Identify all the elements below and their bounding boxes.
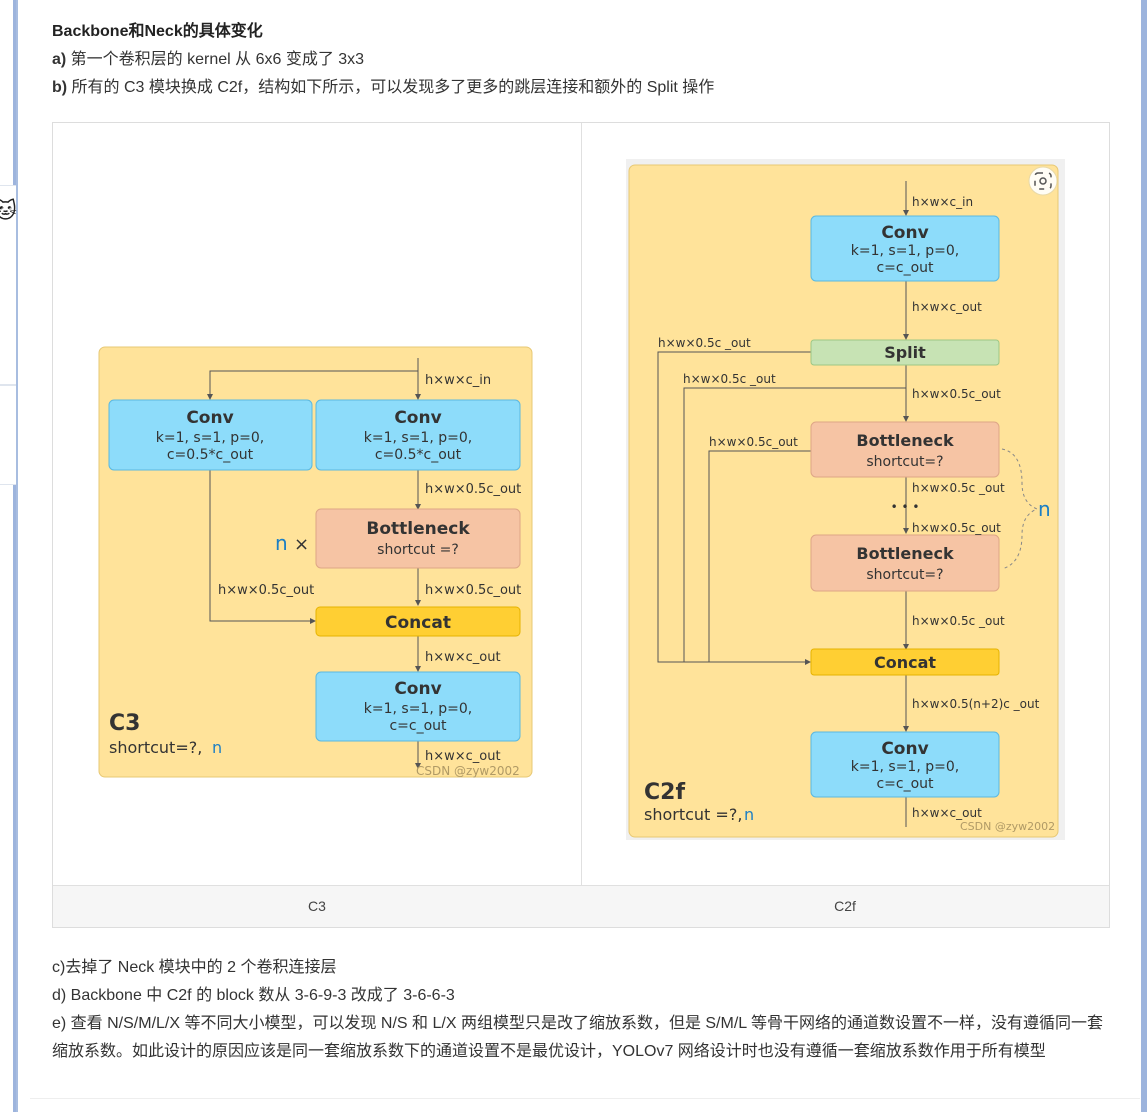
c3-conv-left [108, 399, 313, 471]
caption-c3: C3 [308, 898, 326, 914]
paragraph-b: b) 所有的 C3 模块换成 C2f，结构如下所示，可以发现多了更多的跳层连接和… [52, 79, 715, 96]
c3-shortcut-text: shortcut=?, [109, 738, 202, 757]
c3-shortcut-n: n [212, 738, 222, 757]
c2f-bottleneck-1-title: Bottleneck [856, 431, 954, 450]
left-rail-card-2[interactable] [0, 385, 16, 485]
c3-cell: Conv k=1, s=1, p=0, c=0.5*c_out Conv k=1… [53, 123, 581, 885]
c3-label-half-1: h×w×0.5c_out [425, 482, 521, 497]
c3-conv-bottom-title: Conv [394, 679, 441, 699]
c2f-bottleneck-2 [810, 534, 1000, 592]
c2f-label-in: h×w×c_in [912, 195, 973, 209]
paragraph-a: a) 第一个卷积层的 kernel 从 6x6 变成了 3x3 [52, 51, 365, 68]
c3-conv-bottom-line2: c=c_out [389, 718, 447, 734]
c2f-diagram[interactable]: Conv k=1, s=1, p=0, c=c_out Split Bottle… [582, 123, 1110, 885]
c3-bottleneck-sub: shortcut =? [377, 542, 459, 558]
c3-conv-right-title: Conv [394, 408, 441, 428]
c3-n-label: n [275, 531, 288, 555]
cell-divider [581, 123, 582, 927]
c2f-label-bn-left: h×w×0.5c_out [709, 435, 798, 449]
c2f-label-split-left-2: h×w×0.5c _out [683, 372, 776, 386]
c3-diagram[interactable]: Conv k=1, s=1, p=0, c=0.5*c_out Conv k=1… [53, 123, 581, 885]
article-body: Backbone和Neck的具体变化 a) 第一个卷积层的 kernel 从 6… [52, 18, 1112, 102]
paragraph-e: e) 查看 N/S/M/L/X 等不同大小模型，可以发现 N/S 和 L/X 两… [52, 1015, 1104, 1060]
c3-concat-label: Concat [385, 613, 451, 633]
c2f-conv-top [810, 215, 1000, 282]
c3-name: C3 [109, 711, 140, 736]
section-heading: Backbone和Neck的具体变化 [52, 23, 263, 40]
c2f-conv-bottom [810, 731, 1000, 798]
c2f-bottleneck-2-sub: shortcut=? [866, 567, 943, 583]
c2f-shortcut-text: shortcut =?, [644, 805, 742, 824]
c3-bottleneck [315, 508, 521, 569]
c2f-label-cout: h×w×c_out [912, 300, 982, 314]
c2f-bottleneck-1 [810, 421, 1000, 478]
right-rail [1141, 0, 1147, 1112]
c2f-bottleneck-1-sub: shortcut=? [866, 454, 943, 470]
c2f-label-bn2-in: h×w×0.5c_out [912, 521, 1001, 535]
c2f-concat-label: Concat [874, 653, 936, 672]
c2f-conv-bottom-line1: k=1, s=1, p=0, [851, 759, 959, 775]
c2f-conv-top-title: Conv [881, 223, 928, 243]
c2f-concat [810, 648, 1000, 676]
c2f-conv-bottom-title: Conv [881, 739, 928, 759]
c3-watermark: CSDN @zyw2002 [416, 764, 520, 778]
c3-times-label: × [294, 534, 309, 555]
paragraph-c: c)去掉了 Neck 模块中的 2 个卷积连接层 [52, 959, 337, 976]
c2f-label-concat-out: h×w×0.5(n+2)c _out [912, 697, 1040, 711]
c2f-label-split-left: h×w×0.5c _out [658, 336, 751, 350]
c3-conv-right [315, 399, 521, 471]
c2f-label-split-down: h×w×0.5c_out [912, 387, 1001, 401]
article-continued: c)去掉了 Neck 模块中的 2 个卷积连接层 d) Backbone 中 C… [52, 954, 1114, 1066]
image-scan-icon[interactable] [1028, 166, 1058, 196]
c2f-conv-top-line1: k=1, s=1, p=0, [851, 243, 959, 259]
c3-conv-left-line2: c=0.5*c_out [167, 447, 254, 463]
c2f-dots: • • • [891, 500, 920, 514]
c3-label-cout-1: h×w×c_out [425, 650, 501, 665]
c3-conv-left-title: Conv [186, 408, 233, 428]
c3-label-half-2: h×w×0.5c_out [425, 583, 521, 598]
c3-conv-left-line1: k=1, s=1, p=0, [156, 430, 264, 446]
figure-caption-row: C3 C2f [53, 885, 1109, 927]
c2f-name: C2f [644, 780, 685, 805]
left-rail-card[interactable]: 🐱 [0, 185, 17, 385]
c3-conv-right-line2: c=0.5*c_out [375, 447, 462, 463]
c3-bottleneck-title: Bottleneck [366, 519, 470, 539]
caption-c2f: C2f [834, 898, 856, 914]
c3-conv-bottom [315, 671, 521, 742]
c3-concat [315, 606, 521, 637]
left-rail: 🐱 [0, 0, 18, 1112]
c2f-label-out: h×w×c_out [912, 806, 982, 820]
c2f-shortcut-n: n [744, 805, 754, 824]
c3-label-cout-2: h×w×c_out [425, 749, 501, 764]
c2f-split-label: Split [884, 343, 926, 362]
cat-avatar-icon: 🐱 [0, 198, 17, 223]
left-rail-inner [0, 0, 16, 1112]
c3-label-in: h×w×c_in [425, 373, 491, 388]
c3-label-half-left: h×w×0.5c_out [218, 583, 314, 598]
paragraph-d: d) Backbone 中 C2f 的 block 数从 3-6-9-3 改成了… [52, 987, 455, 1004]
c2f-split [810, 339, 1000, 366]
bottom-toolbar-edge [30, 1098, 1140, 1112]
c2f-cell: Conv k=1, s=1, p=0, c=c_out Split Bottle… [582, 123, 1110, 885]
c2f-conv-top-line2: c=c_out [876, 260, 934, 276]
c2f-bottleneck-2-title: Bottleneck [856, 544, 954, 563]
c2f-brace-n: n [1038, 497, 1051, 521]
c2f-watermark: CSDN @zyw2002 [960, 820, 1055, 833]
c2f-label-bn2-out: h×w×0.5c _out [912, 614, 1005, 628]
c3-conv-right-line1: k=1, s=1, p=0, [364, 430, 472, 446]
c3-conv-bottom-line1: k=1, s=1, p=0, [364, 701, 472, 717]
figure-table: Conv k=1, s=1, p=0, c=0.5*c_out Conv k=1… [52, 122, 1110, 928]
c2f-conv-bottom-line2: c=c_out [876, 776, 934, 792]
c2f-label-bn1-out: h×w×0.5c _out [912, 481, 1005, 495]
